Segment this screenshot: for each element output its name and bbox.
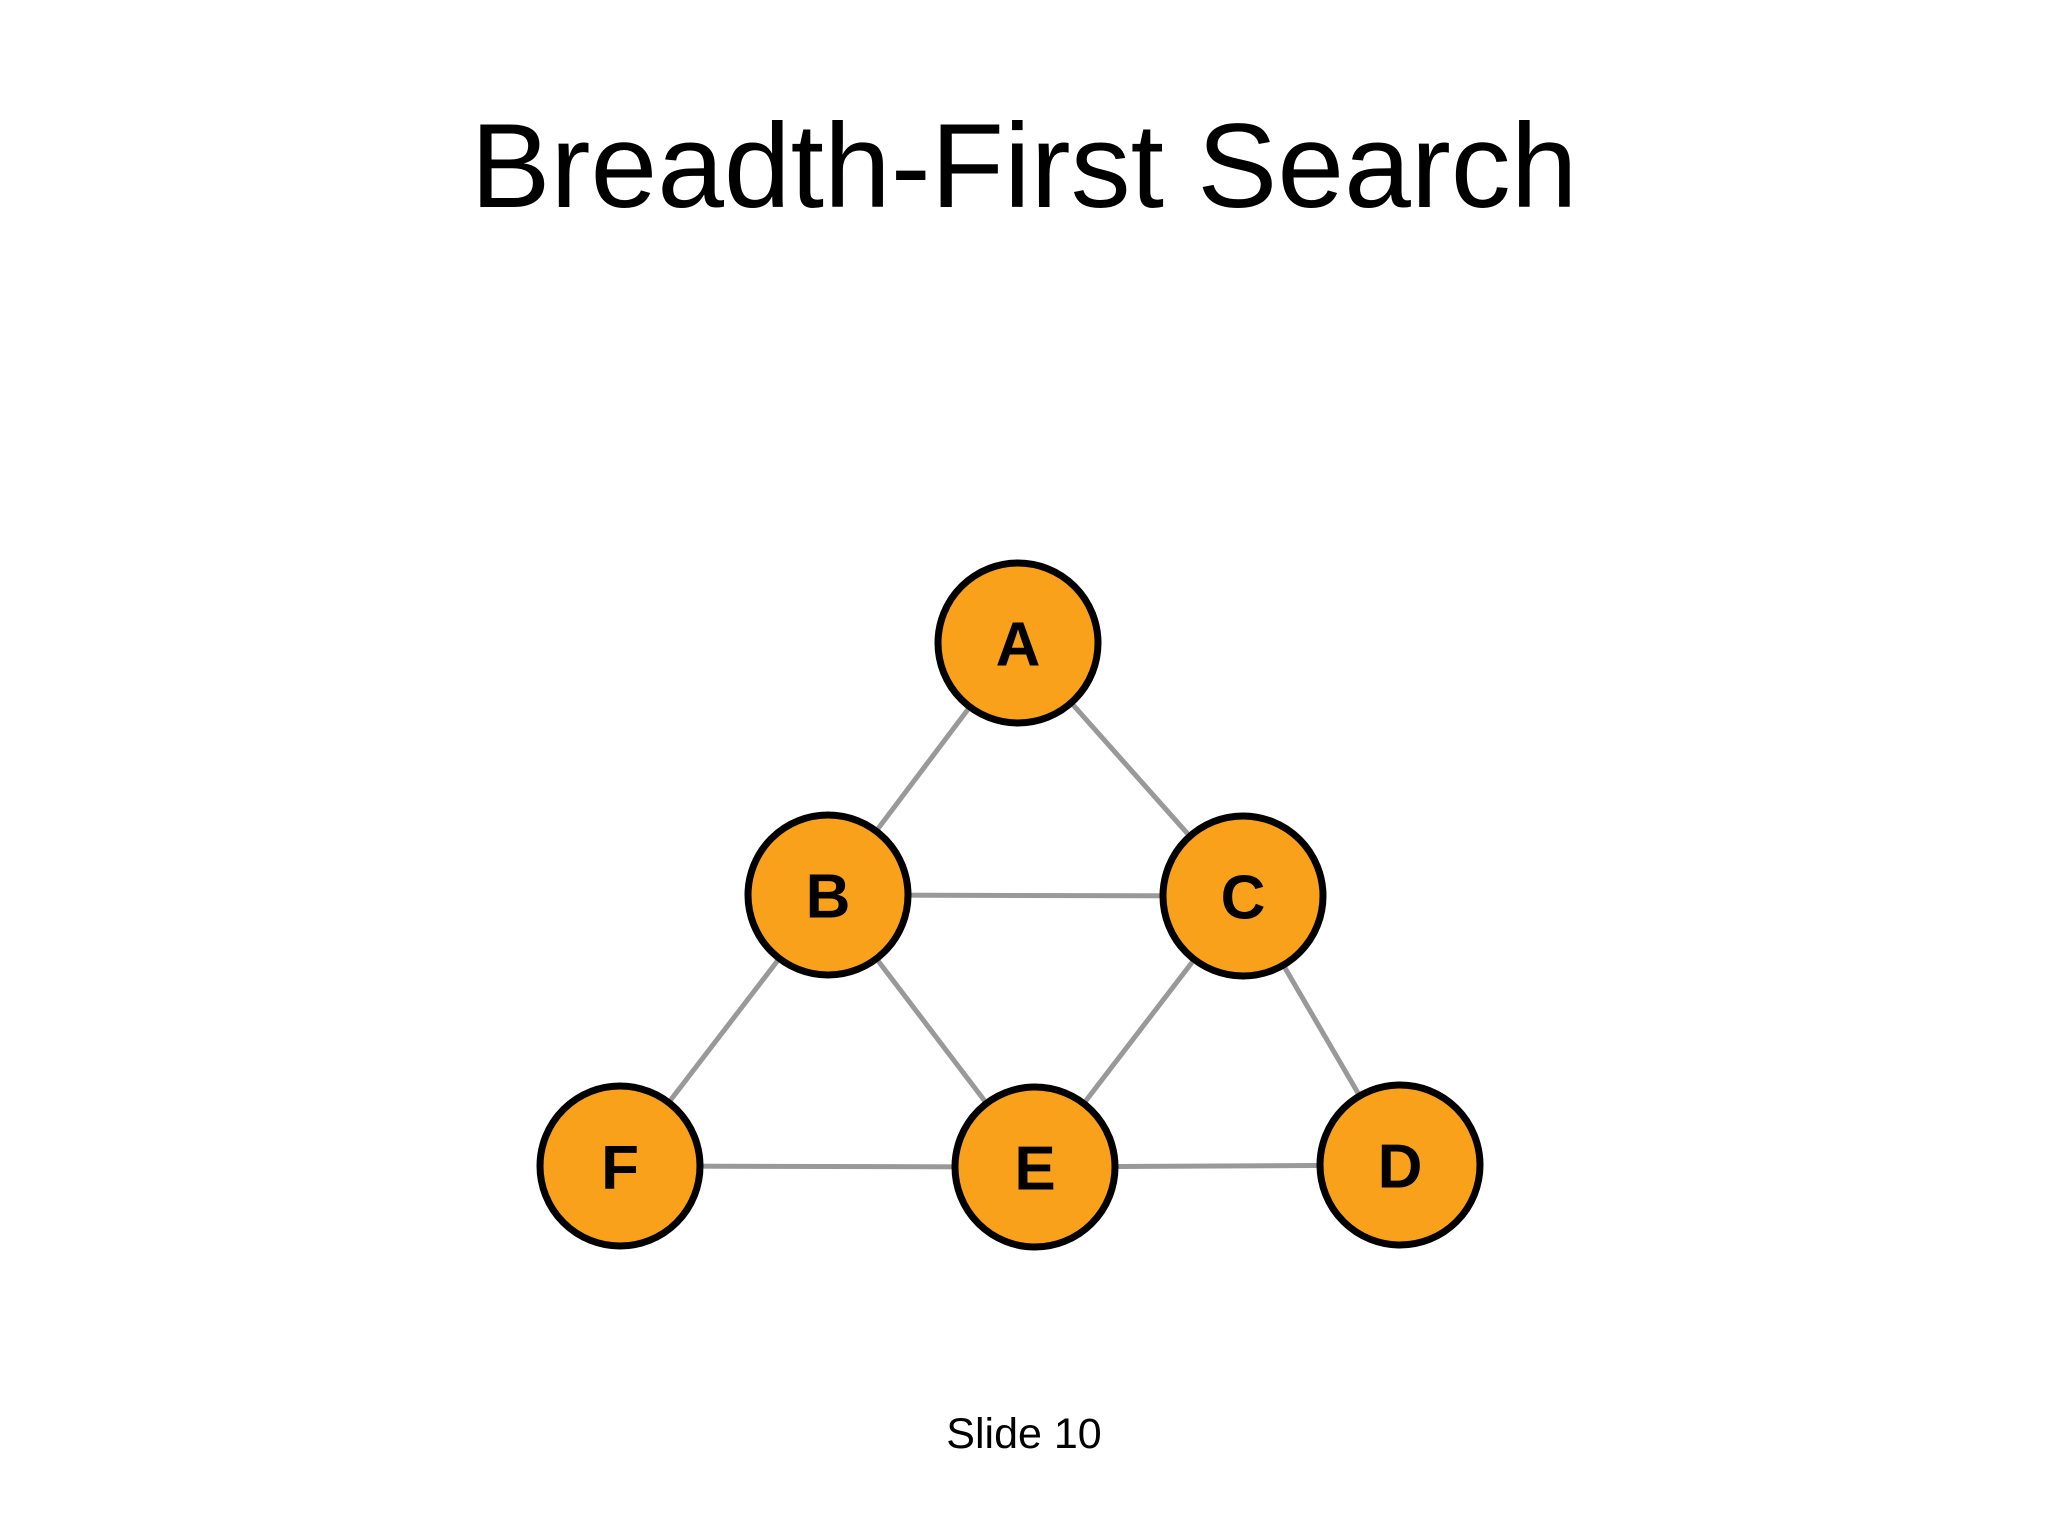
- graph-node-D: D: [1316, 1081, 1484, 1249]
- graph-node-C: C: [1159, 812, 1327, 980]
- node-circle-B: [744, 811, 912, 979]
- node-circle-C: [1159, 812, 1327, 980]
- graph-node-E: E: [951, 1083, 1119, 1251]
- node-label-E: E: [1014, 1134, 1055, 1203]
- node-label-D: D: [1378, 1132, 1423, 1201]
- slide-title: Breadth-First Search: [470, 99, 1578, 233]
- graph-node-A: A: [934, 559, 1102, 727]
- node-label-F: F: [601, 1133, 639, 1202]
- graph-node-B: B: [744, 811, 912, 979]
- graph-node-F: F: [536, 1082, 704, 1250]
- node-label-C: C: [1221, 863, 1266, 932]
- slide-number: Slide 10: [946, 1410, 1102, 1458]
- node-circle-F: [536, 1082, 704, 1250]
- node-label-A: A: [996, 610, 1041, 679]
- node-circle-E: [951, 1083, 1119, 1251]
- node-circle-D: [1316, 1081, 1484, 1249]
- node-label-B: B: [806, 862, 851, 931]
- node-circle-A: [934, 559, 1102, 727]
